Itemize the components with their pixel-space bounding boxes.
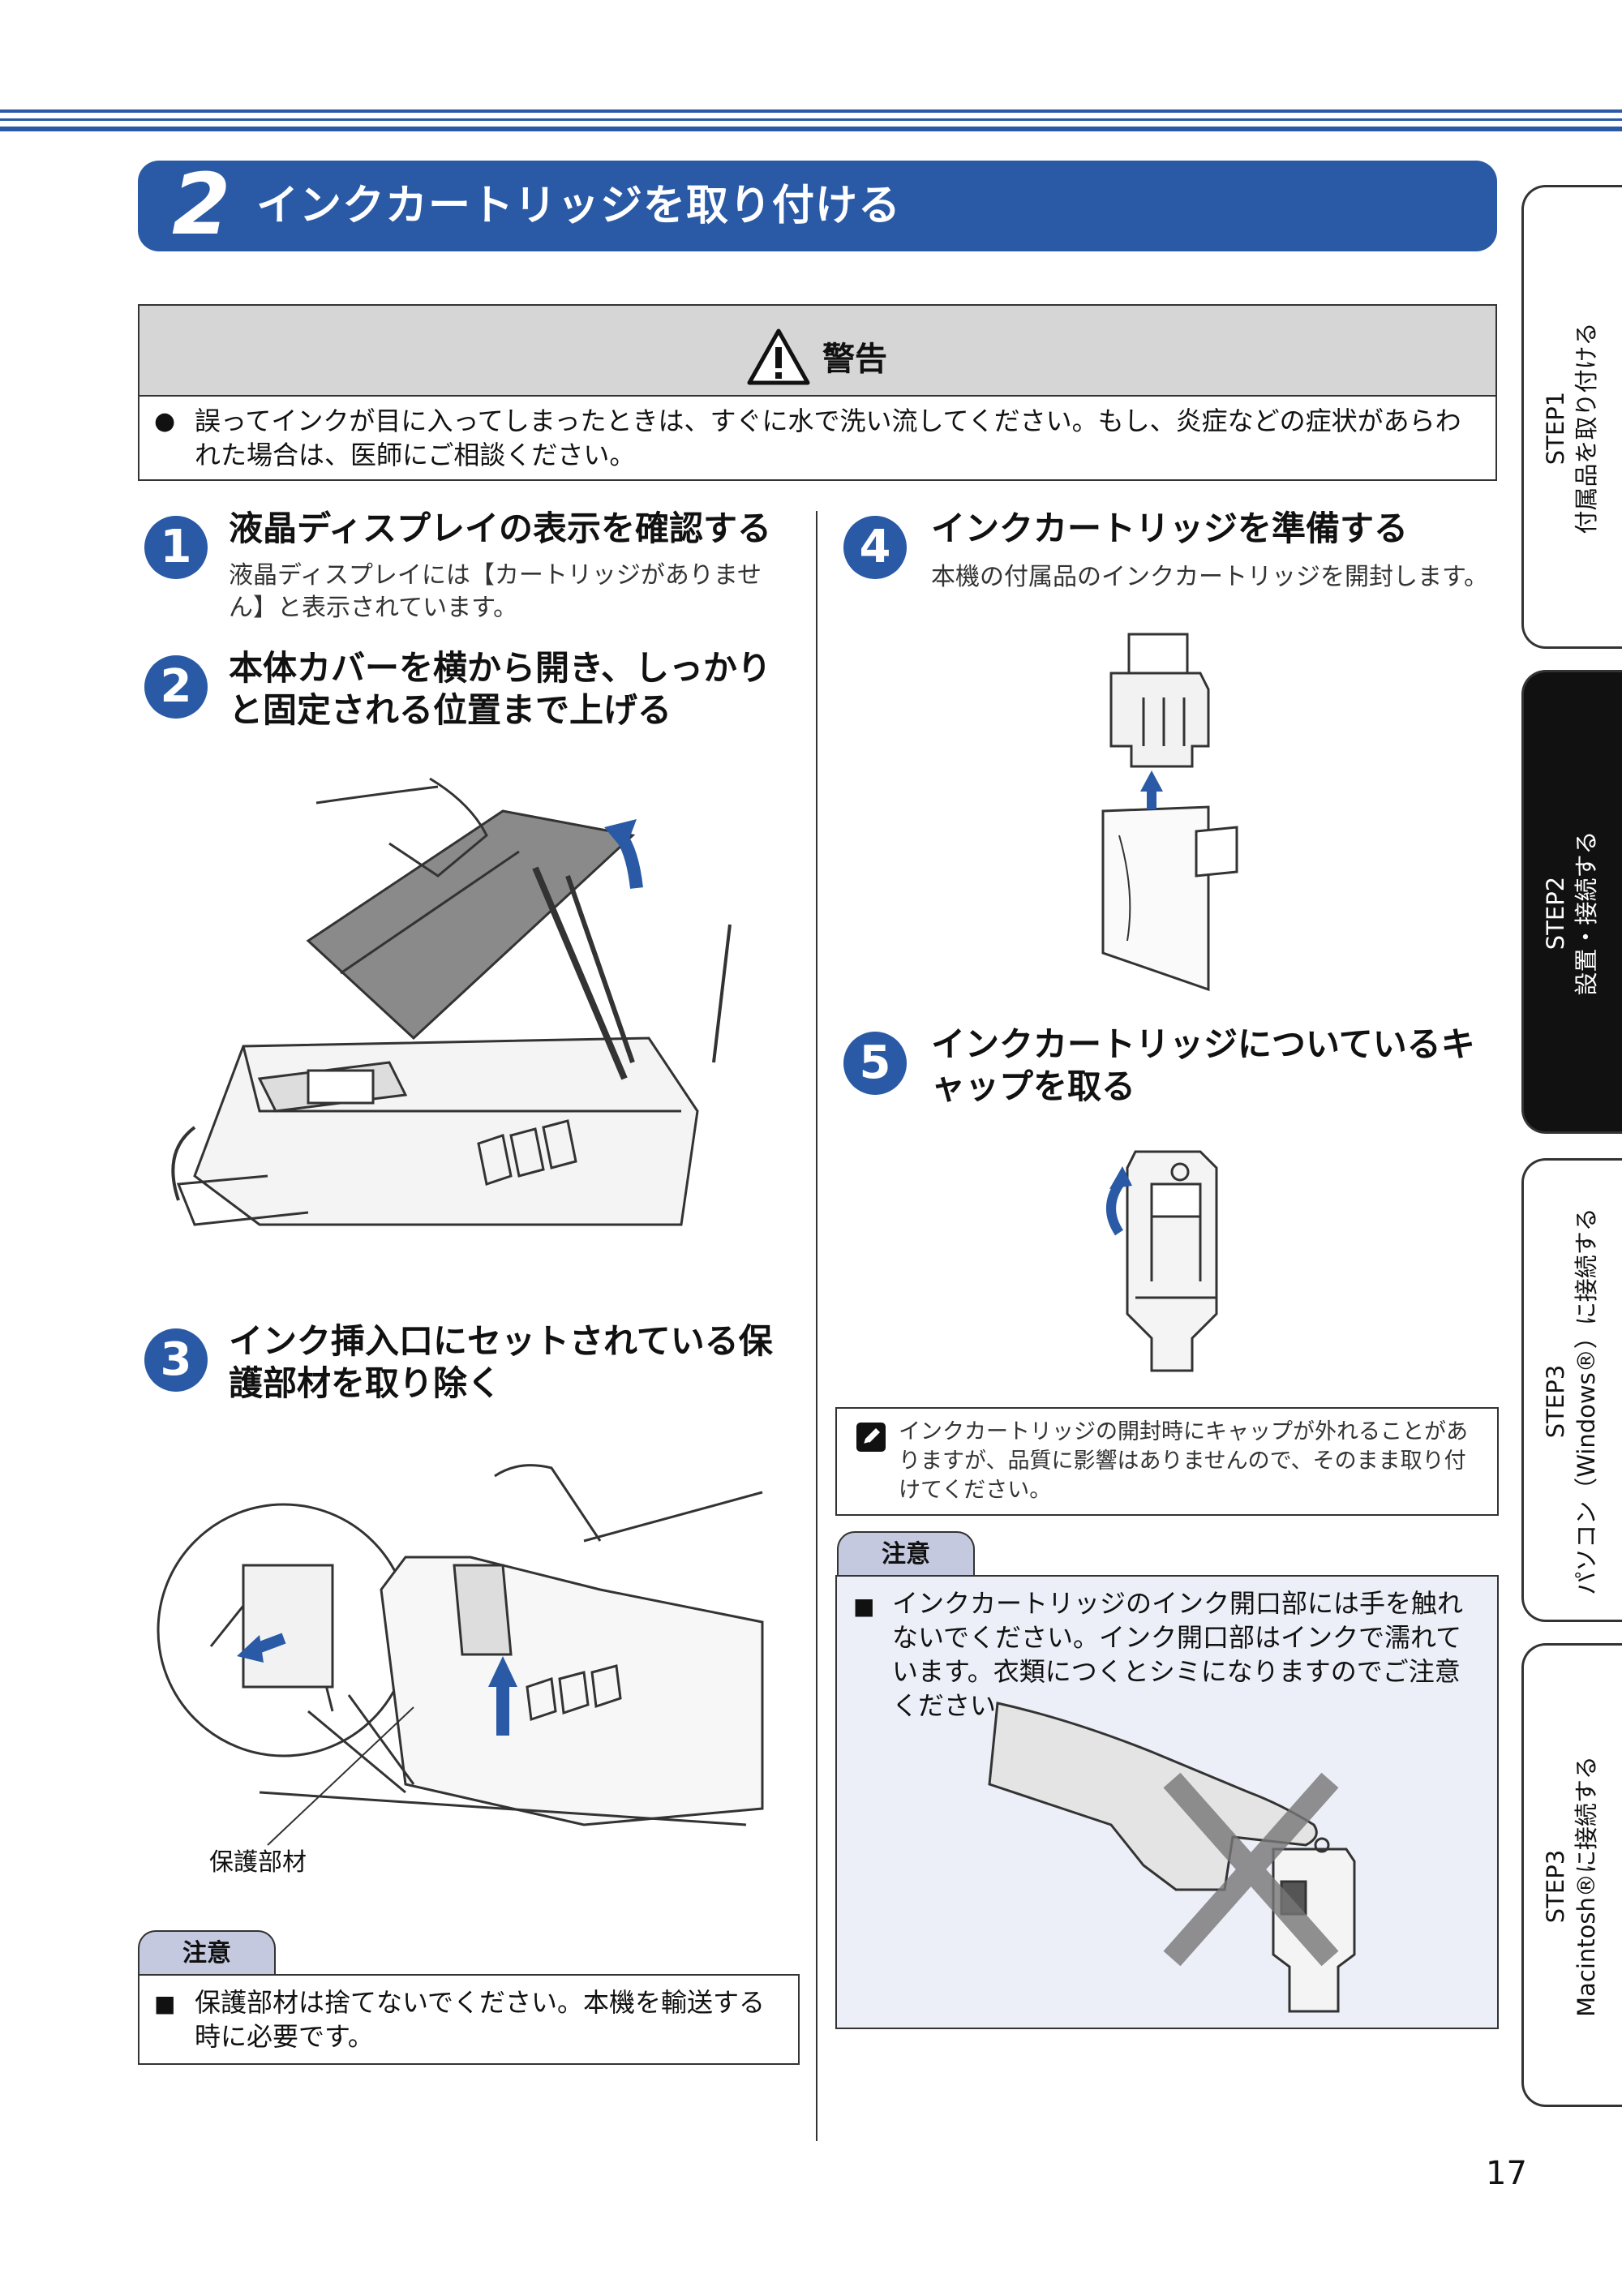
side-tab-step3-windows[interactable] [1521,1158,1622,1622]
caution-tab-right: 注意 [837,1531,975,1577]
warning-bullet: ● [154,407,176,436]
protective-part-label: 保護部材 [209,1848,307,1877]
do-not-touch-illustration [988,1702,1356,2013]
warning-text: 誤ってインクが目に入ってしまったときは、すぐに水で洗い流してください。もし、炎症… [195,406,1461,470]
step-2-number: 2 [144,655,208,719]
caution-box-left [138,1974,800,2065]
side-tab-step3-macintosh[interactable] [1521,1643,1622,2107]
step-3-title: インク挿入口にセットされている保護部材を取り除く [229,1321,773,1403]
step-1-number: 1 [144,516,208,579]
step-4-title: インクカートリッジを準備する [931,509,1409,548]
caution-tab-left: 注意 [138,1930,276,1976]
note-box [835,1407,1499,1516]
side-tab-step2[interactable] [1521,670,1622,1134]
column-divider [816,511,817,2141]
step-2-title: 本体カバーを横から開き、しっかりと固定される位置まで上げる [229,648,772,730]
step-5-number: 5 [843,1032,907,1095]
side-tab-step3-windows-label: STEP3 パソコン（Windows®）に接続する [1540,1170,1602,1633]
side-tab-step1-line1: STEP1 [1542,391,1569,466]
section-number: 2 [172,155,231,254]
warning-header [139,306,1495,397]
step-4-number: 4 [843,516,907,579]
side-tab-step3-macintosh-label: STEP3 Macintosh®に接続する [1540,1655,1602,2118]
side-tab-step1[interactable] [1521,185,1622,649]
header-rule-middle [0,118,1622,121]
caution-left-text: 保護部材は捨てないでください。本機を輸送する時に必要です。 [195,1987,766,2052]
side-tab-step1-label: STEP1 付属品を取り付ける [1540,197,1602,659]
page-number: 17 [1486,2155,1527,2192]
note-text: インクカートリッジの開封時にキャップが外れることがありますが、品質に影響はありま… [899,1419,1468,1503]
printer-open-cover-illustration [171,777,732,1226]
side-tab-step3-windows-line1: STEP3 [1542,1364,1569,1439]
cartridge-cap-removal-illustration [1106,1150,1218,1372]
note-pencil-icon [856,1423,886,1452]
step-4-desc: 本機の付属品のインクカートリッジを開封します。 [931,563,1488,591]
side-tab-step2-line2: 設置・接続する [1573,830,1600,996]
section-header-bar [138,161,1497,251]
side-tab-step1-line2: 付属品を取り付ける [1573,322,1600,534]
ink-cartridge-package-illustration [1101,633,1238,992]
side-tab-step3-macintosh-line1: STEP3 [1542,1849,1569,1924]
section-title: インクカートリッジを取り付ける [256,182,902,230]
warning-box [138,304,1497,481]
warning-triangle-icon [747,328,810,385]
step-3-number: 3 [144,1328,208,1392]
caution-right-bullet: ■ [853,1593,875,1620]
step-1-title: 液晶ディスプレイの表示を確認する [229,509,772,548]
protective-part-removal-illustration [157,1464,764,1846]
step-1-desc: 液晶ディスプレイには【カートリッジがありません】と表示されています。 [229,561,762,622]
step-5-title: インクカートリッジについているキャップを取る [931,1024,1475,1106]
side-tab-step2-label: STEP2 設置・接続する [1540,682,1602,1144]
header-rule-top [0,109,1622,113]
header-rule-bottom [0,127,1622,131]
side-tab-step2-line1: STEP2 [1542,876,1569,951]
caution-right-text: インクカートリッジのインク開口部には手を触れないでください。インク開口部はインク… [892,1588,1464,1721]
warning-title: 警告 [822,341,887,378]
side-tab-step3-windows-line2: パソコン（Windows®）に接続する [1573,1208,1600,1595]
side-tab-step3-macintosh-line2: Macintosh®に接続する [1573,1756,1600,2017]
caution-left-bullet: ■ [154,1990,176,2017]
